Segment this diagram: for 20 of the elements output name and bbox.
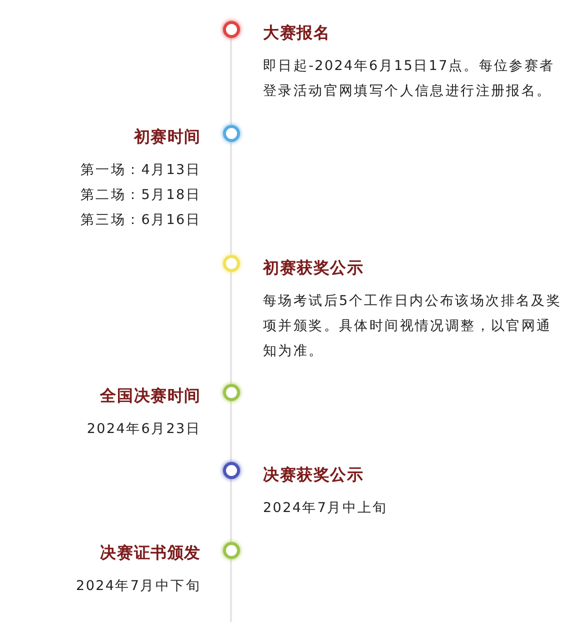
ring-marker-icon <box>222 20 240 38</box>
event-date: 2024年6月23日 <box>86 420 201 439</box>
ring-marker-icon <box>222 384 240 400</box>
event-date: 第一场：4月13日 <box>80 161 201 180</box>
event-title: 全国决赛时间 <box>98 385 201 407</box>
event-description: 每场考试后5个工作日内公布该场次排名及奖项并颁奖。具体时间视情况调整，以官网通知为准。 <box>263 292 563 361</box>
ring-marker-icon <box>222 462 240 478</box>
event-title: 初赛获奖公示 <box>263 257 365 279</box>
event-date: 第三场：6月16日 <box>80 211 201 230</box>
event-date: 第二场：5月18日 <box>80 186 201 205</box>
event-title: 决赛获奖公示 <box>263 464 365 486</box>
event-title: 初赛时间 <box>132 126 201 148</box>
event-title: 大赛报名 <box>263 22 332 44</box>
event-title: 决赛证书颁发 <box>99 542 201 564</box>
ring-marker-icon <box>222 254 240 272</box>
event-date: 2024年7月中下旬 <box>76 577 201 596</box>
ring-marker-icon <box>222 542 240 558</box>
ring-marker-icon <box>222 124 240 142</box>
event-description: 2024年7月中上旬 <box>263 499 389 518</box>
event-description: 即日起-2024年6月15日17点。每位参赛者登录活动官网填写个人信息进行注册报名。 <box>263 57 556 101</box>
